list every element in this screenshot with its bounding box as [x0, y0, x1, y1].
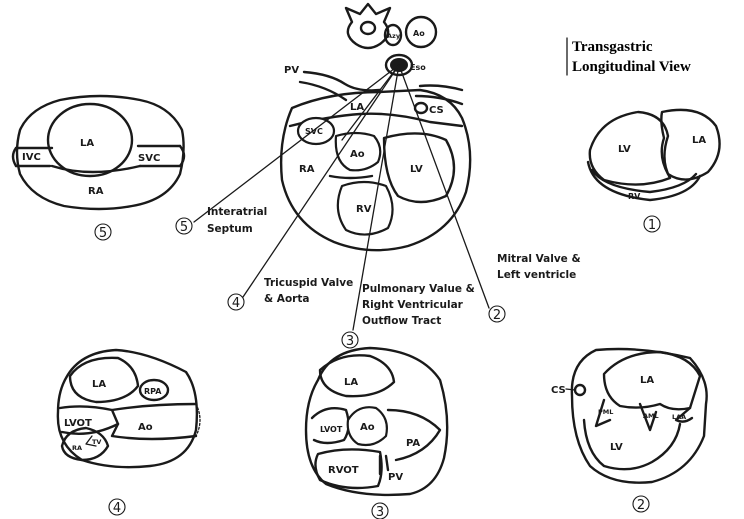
marker-3-text3: Outflow Tract: [362, 315, 441, 327]
vertebra-canal: [361, 22, 375, 34]
title-line2: Longitudinal View: [572, 59, 691, 75]
view-4-tv-label: TV: [92, 438, 101, 446]
view-4-la-label: LA: [92, 379, 106, 390]
pulmonary-vein-right: [420, 86, 462, 91]
marker-2-num: 2: [493, 308, 501, 323]
view-1-rv-label: RV: [628, 192, 641, 201]
view-4-num: 4: [113, 501, 121, 516]
view-3-ao-label: Ao: [360, 422, 375, 433]
marker-5-num: 5: [180, 220, 188, 235]
view-5: LA IVC SVC RA 5: [13, 96, 184, 241]
marker-4: 4 Tricuspid Valve & Aorta: [228, 277, 353, 311]
central-cross-section: Azy Ao Eso PV LA CS SVC RA Ao LV: [281, 4, 470, 250]
view-2-cs-circle: [575, 385, 585, 395]
view-3-lvot-label: LVOT: [320, 425, 343, 434]
view-2-pml-label: PML: [598, 408, 613, 416]
marker-5-text2: Septum: [207, 223, 253, 235]
view-5-ra-line: [52, 166, 140, 172]
view-2: LA CS PML AML LAA LV 2: [551, 349, 707, 513]
view-4-ao-label: Ao: [138, 422, 153, 433]
septum-line: [330, 176, 372, 178]
eso-label: Eso: [410, 63, 426, 72]
view-5-la-label: LA: [80, 138, 94, 149]
view-2-lv-label: LV: [610, 442, 623, 453]
view-1: RV LV LA 1: [588, 110, 720, 233]
marker-4-num: 4: [232, 296, 240, 311]
marker-5-text1: Interatrial: [207, 206, 267, 218]
view-4-ao: [112, 404, 196, 439]
view-4-rpa-label: RPA: [144, 387, 162, 396]
view-2-lv: [584, 420, 680, 469]
ao-top-label: Ao: [413, 29, 425, 38]
view-2-outline: [572, 349, 707, 483]
view-2-la-label: LA: [640, 375, 654, 386]
view-2-cs-leader: [566, 389, 575, 390]
la-label: LA: [350, 102, 364, 113]
view-2-cs-label: CS: [551, 385, 566, 396]
marker-2: 2 Mitral Valve & Left ventricle: [489, 253, 581, 323]
view-3-pv: [380, 456, 388, 474]
marker-3: 3 Pulmonary Value & Right Ventricular Ou…: [342, 283, 475, 349]
lv-label: LV: [410, 164, 423, 175]
rv-label: RV: [356, 204, 372, 215]
marker-4-text2: & Aorta: [264, 293, 309, 305]
marker-3-text2: Right Ventricular: [362, 299, 464, 311]
marker-2-text1: Mitral Valve &: [497, 253, 581, 265]
view-5-svc-label: SVC: [138, 153, 160, 164]
vertebra-shape: [346, 4, 390, 48]
beam-4: [243, 65, 399, 297]
view-2-num: 2: [637, 498, 645, 513]
view-3-la-label: LA: [344, 377, 358, 388]
view-3-pa: [388, 410, 440, 460]
view-2-laa-label: LAA: [672, 413, 686, 421]
view-5-ivc-label: IVC: [22, 152, 41, 163]
view-3-pv-label: PV: [388, 472, 403, 483]
view-3-num: 3: [376, 505, 384, 519]
view-1-la-label: LA: [692, 135, 706, 146]
beam-2: [399, 65, 489, 308]
view-3-rvot-label: RVOT: [328, 465, 359, 476]
ra-label: RA: [299, 164, 315, 175]
view-5-ivc-cap: [13, 148, 16, 166]
view-3: LA LVOT Ao PA RVOT PV 3: [306, 348, 447, 519]
view-1-num: 1: [648, 218, 656, 233]
view-3-la: [320, 355, 394, 396]
view-4-ra-label: RA: [72, 444, 82, 452]
azy-label: Azy: [387, 32, 401, 40]
marker-5: 5 Interatrial Septum: [176, 206, 267, 235]
marker-3-num: 3: [346, 334, 354, 349]
marker-3-text1: Pulmonary Value &: [362, 283, 475, 295]
title-block: Transgastric Longitudinal View: [567, 38, 691, 75]
title-line1: Transgastric: [572, 39, 653, 55]
cs-label: CS: [429, 105, 444, 116]
view-2-aml-label: AML: [643, 412, 659, 420]
view-1-lv-label: LV: [618, 144, 631, 155]
marker-4-text1: Tricuspid Valve: [264, 277, 353, 289]
view-4: LA RPA LVOT Ao RA TV 4: [58, 350, 200, 516]
view-1-la: [661, 110, 719, 180]
view-5-num: 5: [99, 226, 107, 241]
view-3-pa-label: PA: [406, 438, 420, 449]
marker-2-text2: Left ventricle: [497, 269, 576, 281]
ao-label: Ao: [350, 149, 365, 160]
pv-label: PV: [284, 65, 299, 76]
view-5-ra-label: RA: [88, 186, 104, 197]
